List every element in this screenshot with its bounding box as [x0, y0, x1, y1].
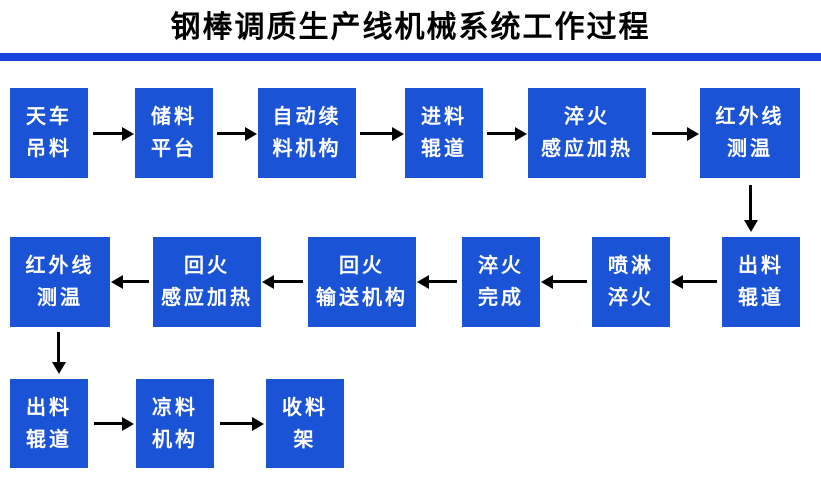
node-line: 喷淋: [608, 255, 654, 277]
flow-node-infeed-roller: 进料 辊道: [405, 88, 483, 178]
node-line: 出料: [738, 255, 784, 277]
node-line: 凉料: [152, 396, 198, 419]
arrow-right-icon: [220, 422, 252, 425]
node-line: 出料: [26, 396, 72, 419]
flow-node-outfeed-roller-2: 出料 辊道: [10, 379, 88, 468]
node-line: 回火: [339, 255, 385, 277]
node-line: 测温: [37, 287, 83, 309]
arrow-right-icon: [360, 132, 392, 135]
flow-node-overhead-crane: 天车 吊料: [10, 88, 88, 178]
node-line: 完成: [478, 287, 524, 309]
node-line: 收料: [282, 396, 328, 419]
node-line: 淬火: [564, 106, 610, 128]
arrow-right-icon: [93, 132, 122, 135]
node-line: 料机构: [272, 138, 342, 160]
arrow-right-icon: [217, 132, 245, 135]
node-line: 架: [293, 428, 317, 451]
node-line: 感应加热: [161, 287, 253, 309]
arrow-left-icon: [123, 280, 149, 283]
node-line: 淬火: [478, 255, 524, 277]
arrow-down-icon: [57, 332, 60, 362]
arrow-left-icon: [274, 280, 303, 283]
flow-node-quench-induction-heating: 淬火 感应加热: [528, 88, 646, 178]
flow-node-spray-quench: 喷淋 淬火: [592, 237, 670, 327]
node-line: 红外线: [715, 106, 785, 128]
node-line: 自动续: [272, 106, 342, 128]
arrow-left-icon: [553, 280, 587, 283]
flow-node-infrared-temp-1: 红外线 测温: [700, 88, 800, 178]
node-line: 辊道: [738, 287, 784, 309]
flow-node-auto-feeding-mechanism: 自动续 料机构: [258, 88, 356, 178]
flow-node-temper-induction-heating: 回火 感应加热: [153, 237, 261, 327]
node-line: 红外线: [25, 255, 95, 277]
node-line: 测温: [727, 138, 773, 160]
node-line: 淬火: [608, 287, 654, 309]
arrow-left-icon: [683, 280, 717, 283]
node-line: 辊道: [26, 428, 72, 451]
node-line: 辊道: [421, 138, 467, 160]
node-line: 吊料: [26, 138, 72, 160]
divider-bar: [0, 53, 821, 61]
flow-node-infrared-temp-2: 红外线 测温: [10, 237, 110, 327]
node-line: 输送机构: [316, 287, 408, 309]
node-line: 天车: [26, 106, 72, 128]
arrow-down-icon: [749, 185, 752, 220]
node-line: 回火: [184, 255, 230, 277]
flow-node-storage-platform: 储料 平台: [135, 88, 213, 178]
arrow-right-icon: [652, 132, 687, 135]
node-line: 储料: [151, 106, 197, 128]
flow-node-temper-conveying-mechanism: 回火 输送机构: [308, 237, 416, 327]
node-line: 机构: [152, 428, 198, 451]
arrow-right-icon: [487, 132, 515, 135]
flow-node-quench-complete: 淬火 完成: [462, 237, 540, 327]
page-title: 钢棒调质生产线机械系统工作过程: [170, 11, 651, 44]
flow-node-outfeed-roller-1: 出料 辊道: [722, 237, 800, 327]
node-line: 平台: [151, 138, 197, 160]
arrow-left-icon: [429, 280, 457, 283]
arrow-right-icon: [94, 422, 122, 425]
node-line: 感应加热: [541, 138, 633, 160]
node-line: 进料: [421, 106, 467, 128]
flow-node-collection-rack: 收料 架: [266, 379, 344, 468]
flow-node-cooling-mechanism: 凉料 机构: [136, 379, 214, 468]
